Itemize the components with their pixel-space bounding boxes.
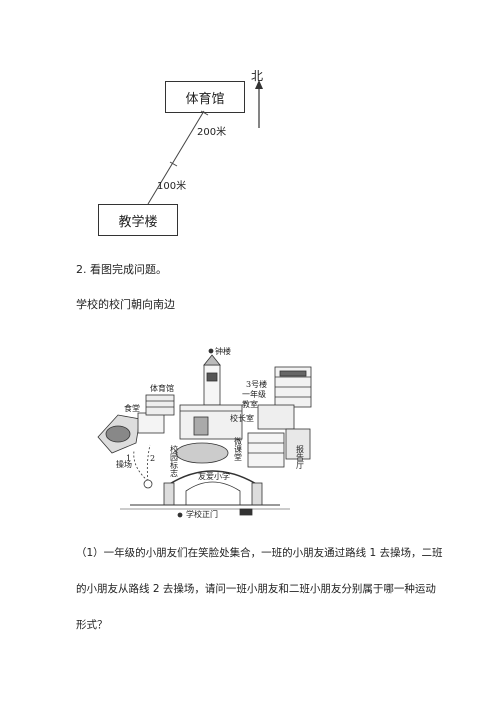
route-2 <box>146 444 151 482</box>
route-lines <box>147 80 263 205</box>
label-canteen: 食堂 <box>124 403 140 413</box>
label-path2: 2 <box>150 454 155 463</box>
teaching-building-label: 教学楼 <box>118 214 158 230</box>
route-1 <box>133 450 149 482</box>
route-tick-top <box>200 110 209 116</box>
label-principal: 校长室 <box>230 413 254 423</box>
label-building3: 3号楼 <box>246 379 267 389</box>
subquestion1-line3: 形式？ <box>76 619 108 631</box>
label-school-sign: 校园标志 <box>170 444 179 477</box>
grade1-classroom <box>257 404 295 430</box>
route-line <box>147 110 205 205</box>
label-grade1: 一年级 <box>242 389 266 399</box>
school-sign <box>175 442 229 464</box>
teaching-building-box: 教学楼 <box>98 204 178 236</box>
gym-box-label: 体育馆 <box>185 91 225 107</box>
subquestion1-line2: 的小朋友从路线 2 去操场，请问一班小朋友和二班小朋友分别属于哪一种运动 <box>76 583 436 595</box>
campus-map: 钟楼 体育馆 3号楼 一年级 教室 食堂 校长室 校园标志 微课堂 报告厅 操场… <box>97 346 312 519</box>
label-path1: 1 <box>126 454 131 463</box>
label-gate: 学校正门 <box>186 509 218 519</box>
label-classroom: 教室 <box>242 399 258 409</box>
label-gym: 体育馆 <box>150 383 174 393</box>
label-gate-sign: 友爱小学 <box>198 471 230 481</box>
gym-box: 体育馆 <box>165 81 245 113</box>
playground-field <box>105 425 131 443</box>
label-bell-tower: 钟楼 <box>215 346 231 356</box>
marker-gate <box>177 512 183 518</box>
north-arrow-head <box>255 80 263 89</box>
question2-heading: 2. 看图完成问题。 <box>76 263 167 276</box>
gym-building <box>145 394 175 416</box>
smiley-face <box>143 479 153 489</box>
subquestion1-line1: （1）一年级的小朋友们在笑脸处集合，一班的小朋友通过路线 1 去操场，二班 <box>76 547 443 559</box>
micro-class-building <box>247 432 285 468</box>
canteen-building <box>137 412 165 434</box>
report-hall <box>285 428 311 460</box>
label-report-hall: 报告厅 <box>296 444 305 469</box>
distance-lower: 100米 <box>157 181 187 192</box>
label-playground: 操场 <box>116 459 132 469</box>
label-micro-class: 微课堂 <box>234 436 243 461</box>
route-tick-mid <box>169 161 178 167</box>
north-label: 北 <box>251 69 264 83</box>
distance-upper: 200米 <box>197 127 227 138</box>
bus-icon <box>239 508 253 516</box>
marker-bell <box>208 348 214 354</box>
question2-intro: 学校的校门朝向南边 <box>76 298 175 311</box>
bell-tower <box>203 364 221 406</box>
